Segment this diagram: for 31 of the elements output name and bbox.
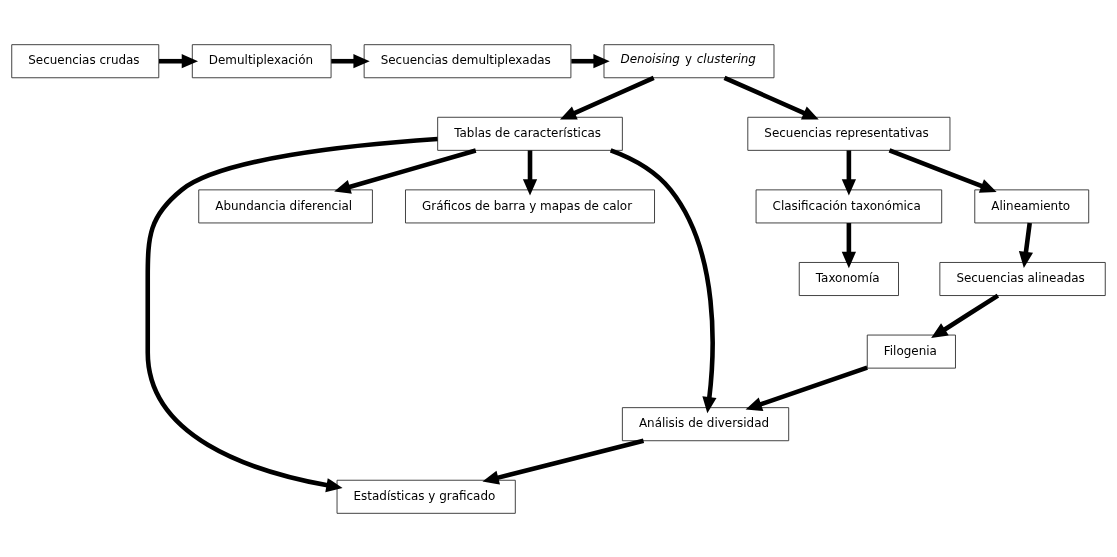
arrow: [931, 293, 1000, 338]
node-box: Análisis de diversidad: [621, 406, 790, 441]
node-box: Taxonomía: [798, 261, 899, 296]
arrow: [334, 147, 477, 194]
node-box: Denoising y clustering: [603, 43, 775, 78]
node-box: Demultiplexación: [191, 43, 332, 78]
node-box: Clasificación taxonómica: [755, 188, 943, 223]
node-box: Secuencias demultiplexadas: [363, 43, 572, 78]
arrow: [145, 136, 438, 492]
arrow: [1018, 222, 1033, 268]
node-box: Tablas de características: [437, 116, 623, 151]
node-box: Secuencias crudas: [11, 43, 160, 78]
arrow: [723, 75, 819, 120]
node-box: Secuencias representativas: [747, 116, 951, 151]
arrow: [841, 149, 856, 196]
arrow: [159, 53, 198, 68]
arrow: [888, 147, 997, 193]
arrow: [331, 53, 370, 68]
node-box: Alineamiento: [974, 188, 1090, 223]
node-box: Filogenia: [866, 334, 956, 369]
arrow: [609, 147, 717, 413]
node-box: Abundancia diferencial: [198, 188, 373, 223]
node-box: Gráficos de barra y mapas de calor: [405, 188, 655, 223]
arrow: [482, 438, 645, 485]
arrow: [571, 53, 610, 68]
arrow: [522, 149, 538, 196]
node-box: Secuencias alineadas: [939, 261, 1106, 296]
node-box: Estadísticas y graficado: [336, 479, 516, 514]
arrow: [745, 365, 868, 411]
arrow: [559, 75, 655, 120]
arrow: [841, 222, 856, 268]
